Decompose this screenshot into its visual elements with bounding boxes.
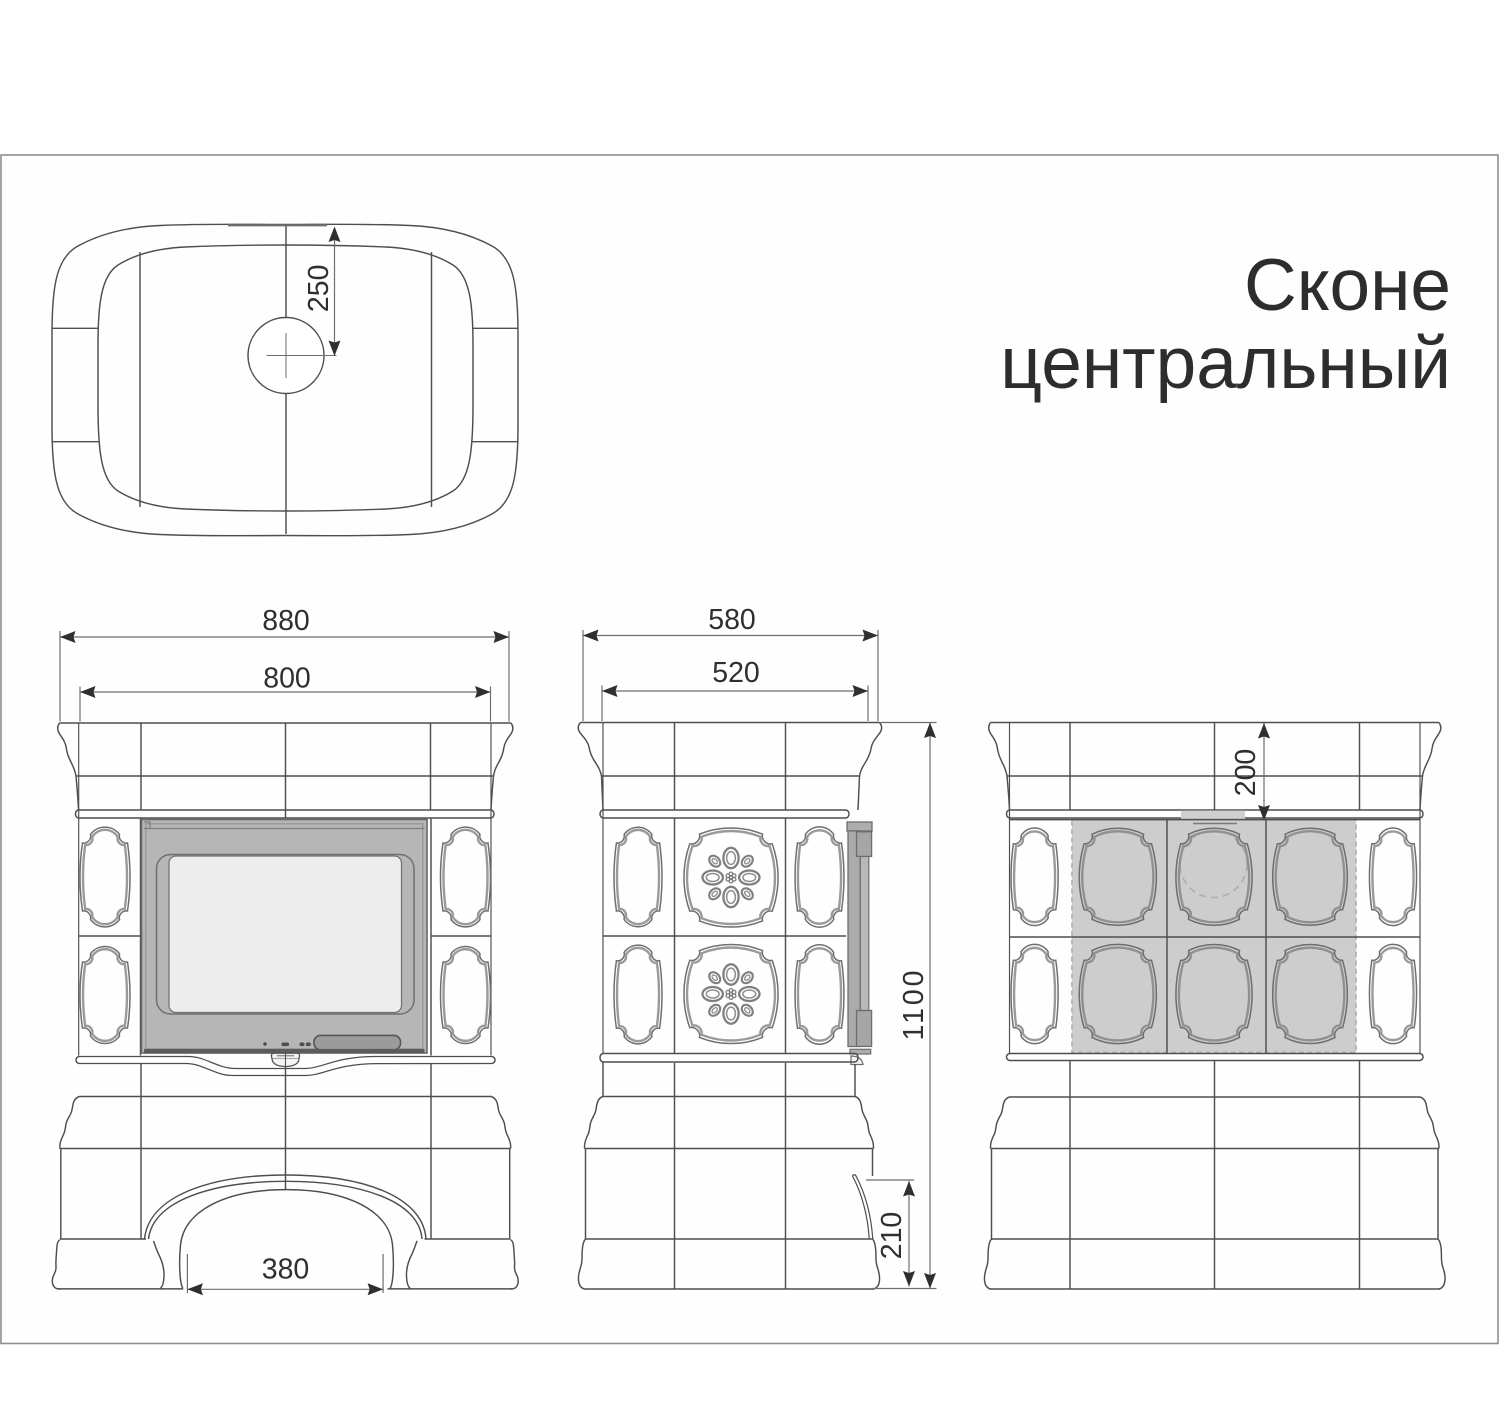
svg-text:380: 380: [262, 1254, 310, 1286]
svg-text:580: 580: [708, 604, 756, 636]
svg-text:центральный: центральный: [1000, 323, 1451, 404]
svg-text:520: 520: [712, 657, 760, 689]
svg-text:Сконе: Сконе: [1244, 245, 1451, 326]
svg-text:250: 250: [303, 265, 335, 313]
svg-text:880: 880: [262, 605, 310, 637]
svg-text:800: 800: [263, 663, 311, 695]
svg-text:1100: 1100: [898, 968, 930, 1041]
svg-text:210: 210: [876, 1212, 908, 1260]
svg-text:200: 200: [1230, 749, 1262, 797]
